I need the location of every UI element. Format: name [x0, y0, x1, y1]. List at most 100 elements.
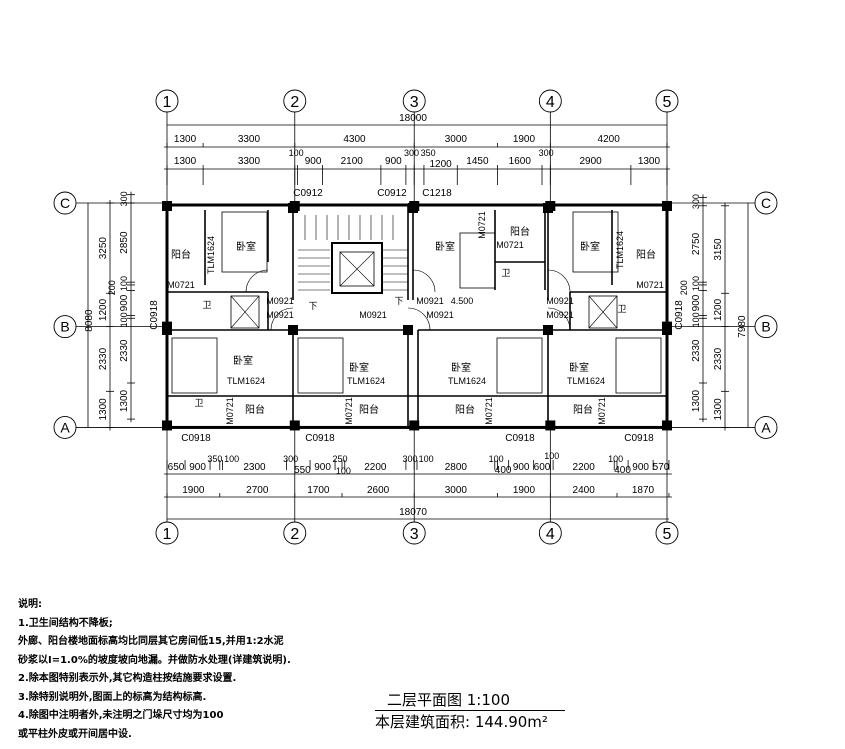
dimension-text: 4200 [598, 134, 621, 145]
room-label: M0921 [546, 310, 574, 320]
structural-column [543, 325, 553, 335]
structural-column [288, 203, 298, 213]
structural-column [162, 201, 172, 211]
dimension-text: 3150 [713, 238, 724, 261]
axis-label: 4 [546, 526, 555, 543]
axis-bubble [283, 521, 307, 545]
room-label: M0721 [167, 280, 195, 290]
room-label: 下 [394, 296, 403, 306]
dimension-text: 3000 [445, 485, 468, 496]
dimension-text: 2330 [713, 347, 724, 370]
structural-column [662, 420, 672, 431]
room-label: M0721 [636, 280, 664, 290]
axis-label: 3 [410, 526, 419, 543]
room-label: 卧室 [233, 354, 253, 367]
room-label: 阳台 [245, 403, 265, 416]
axis-label: 1 [163, 94, 172, 111]
dimension-text: 550 [294, 465, 311, 476]
drawing-title: 二层平面图 1:100 [375, 690, 565, 711]
structural-column [289, 420, 300, 431]
door-swing [412, 269, 436, 293]
axis-label: C [60, 195, 70, 211]
note-line: 砂浆以I=1.0%的坡度坡向地漏。并做防水处理(详建筑说明). [18, 654, 291, 666]
room-label: 4.500 [451, 296, 474, 306]
dimension-text: 1300 [119, 389, 130, 412]
dimension-text: 2800 [445, 462, 468, 473]
room-label: TLM1624 [448, 376, 486, 386]
dimension-text: 2200 [364, 462, 387, 473]
shower-icon [230, 295, 260, 329]
window-tag: C0918 [305, 433, 335, 444]
door-swing [547, 307, 571, 331]
window-tag: C0918 [149, 300, 160, 330]
dimension-text: 400 [495, 465, 512, 476]
room-label: M0721 [477, 211, 487, 239]
room-label: M0721 [597, 397, 607, 425]
dimension-text: 350 [421, 148, 436, 158]
dimension-text: 2330 [119, 339, 130, 362]
dimension-text: 1200 [429, 159, 452, 170]
structural-column [543, 203, 553, 213]
structural-column [162, 325, 172, 335]
window-tag: C0918 [624, 433, 654, 444]
axis-bubble [538, 89, 562, 113]
room-label: TLM1624 [615, 231, 625, 269]
window-tag: C1218 [422, 188, 452, 199]
exterior-wall [165, 203, 669, 429]
dimension-text: 100 [691, 276, 701, 291]
dimension-text: 1200 [98, 298, 109, 321]
axis-label: C [761, 195, 771, 211]
room-label: 阳台 [455, 403, 475, 416]
dimension-text: 900 [632, 462, 649, 473]
dimension-text: 2600 [367, 485, 390, 496]
dimension-text: 2330 [691, 339, 702, 362]
axis-label: A [60, 419, 70, 435]
dimension-text: 1300 [713, 398, 724, 421]
dimension-text: 100 [289, 148, 304, 158]
note-line: 或平柱外皮或开间居中设. [18, 728, 132, 740]
window-tag: C0918 [181, 433, 211, 444]
dimension-text: 2400 [573, 485, 596, 496]
dimension-text: 900 [119, 294, 130, 311]
axis-bubble [754, 191, 778, 215]
axis-bubble [754, 415, 778, 439]
dimension-text: 900 [691, 294, 702, 311]
elevator-cross [339, 251, 375, 287]
dimension-text: 1300 [691, 389, 702, 412]
axis-label: A [761, 419, 771, 435]
door-swing [407, 307, 431, 331]
dimension-text: 300 [119, 191, 129, 206]
room-label: M0721 [344, 397, 354, 425]
bed-icon [615, 337, 662, 394]
dimension-text: 3250 [98, 237, 109, 260]
dimension-text: 300 [539, 148, 554, 158]
room-label: 卫 [194, 398, 203, 408]
dimension-text: 200 [679, 280, 689, 295]
dimension-text: 2900 [579, 156, 602, 167]
bed-icon [496, 337, 543, 394]
dimension-text: 2750 [691, 232, 702, 255]
dimension-text: 400 [614, 465, 631, 476]
room-label: 卧室 [435, 240, 455, 253]
room-label: 卧室 [580, 240, 600, 253]
room-label: M0721 [225, 397, 235, 425]
room-label: M0721 [484, 397, 494, 425]
dimension-text: 2100 [341, 156, 364, 167]
dimension-text: 650 [168, 462, 185, 473]
room-label: M0921 [266, 310, 294, 320]
axis-bubble [655, 521, 679, 545]
dimension-text: 18000 [399, 113, 427, 124]
elevator-car [339, 251, 375, 287]
dimension-text: 1700 [307, 485, 330, 496]
room-label: M0921 [546, 296, 574, 306]
note-line: 1.卫生间结构不降板; [18, 617, 113, 629]
axis-label: B [60, 319, 69, 335]
dimension-text: 900 [305, 156, 322, 167]
axis-label: 4 [546, 94, 555, 111]
axis-bubble [155, 521, 179, 545]
room-label: 下 [308, 301, 317, 311]
room-label: M0921 [416, 296, 444, 306]
dimension-text: 4300 [343, 134, 366, 145]
dimension-text: 600 [534, 462, 551, 473]
dimension-text: 300 [283, 454, 298, 464]
